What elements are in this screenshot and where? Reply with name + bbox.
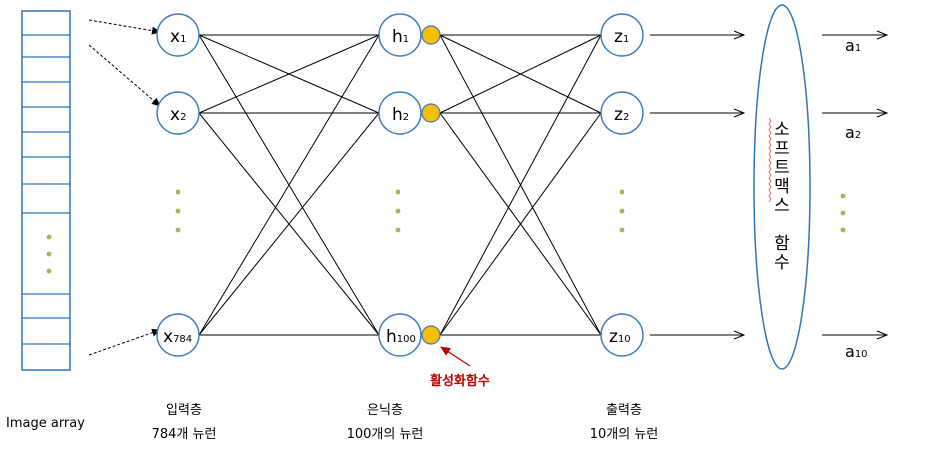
input-node-x1: x1 (156, 13, 200, 57)
image-array-caption: Image array (6, 416, 85, 431)
hidden-layer-caption: 은닉층 (367, 403, 403, 418)
softmax-input-arrows (650, 35, 744, 335)
node-label: z1 (614, 27, 629, 47)
output-label-a1: a1 (845, 36, 861, 55)
node-label: x2 (170, 105, 186, 125)
hidden-node-h2: h2 (378, 91, 422, 135)
output-ellipsis (619, 189, 625, 233)
outputs-ellipsis (840, 193, 846, 233)
output-node-z2: z2 (600, 91, 644, 135)
node-label: x1 (170, 27, 186, 47)
softmax-label-char: 수 (774, 253, 790, 273)
input-node-x2: x2 (156, 91, 200, 135)
node-label: h1 (392, 27, 409, 47)
hidden-ellipsis (395, 189, 401, 233)
activation-node-2 (421, 103, 441, 123)
image-array (21, 10, 71, 371)
node-label: h2 (392, 105, 409, 125)
connection-input-hidden (198, 34, 380, 336)
connection-hidden-output (439, 112, 602, 336)
output-label-a10: a10 (845, 342, 868, 361)
connections (198, 34, 602, 336)
activation-annotation-arrow (440, 346, 471, 367)
image-array-frame (21, 10, 71, 371)
activation-node-1 (421, 25, 441, 45)
softmax-label-char: 트 (774, 158, 790, 178)
image-array-ellipsis (46, 234, 52, 274)
hidden-layer-count: 100개의 뉴런 (347, 427, 424, 442)
node-label: x784 (163, 327, 192, 347)
hidden-node-h1: h1 (378, 13, 422, 57)
node-label: h100 (386, 327, 416, 347)
output-node-z1: z1 (600, 13, 644, 57)
connection-input-hidden (198, 112, 380, 336)
input-layer-count: 784개 뉴런 (152, 427, 217, 442)
softmax-label-char: 맥 (774, 177, 790, 197)
activation-annotation: 활성화함수 (430, 373, 490, 389)
softmax-ellipse (753, 4, 811, 370)
softmax-label-char: 소 (774, 120, 790, 140)
softmax-label-char: 함 (774, 234, 790, 254)
spellcheck-squiggle (768, 117, 772, 203)
output-arrows (822, 35, 887, 335)
hidden-node-h100: h100 (378, 313, 422, 357)
output-layer-caption: 출력층 (606, 403, 642, 418)
input-ellipsis (175, 189, 181, 233)
activation-node-100 (421, 325, 441, 345)
connection-input-hidden (198, 34, 380, 114)
input-arrows (88, 19, 161, 356)
image-array-cells (22, 34, 70, 345)
output-node-z10: z10 (600, 313, 644, 357)
input-arrow (88, 328, 161, 356)
input-node-x784: x784 (156, 313, 200, 357)
softmax-label-char: 스 (774, 196, 790, 216)
connection-hidden-output (439, 34, 602, 336)
input-arrow (88, 19, 161, 35)
input-arrow (88, 44, 161, 107)
softmax-label-char: 프 (774, 139, 790, 159)
node-label: z2 (614, 105, 629, 125)
input-layer-caption: 입력층 (166, 403, 202, 418)
output-layer-count: 10개의 뉴런 (590, 427, 659, 442)
output-label-a2: a2 (845, 123, 861, 142)
node-label: z10 (609, 327, 631, 347)
connection-hidden-output (439, 34, 602, 114)
